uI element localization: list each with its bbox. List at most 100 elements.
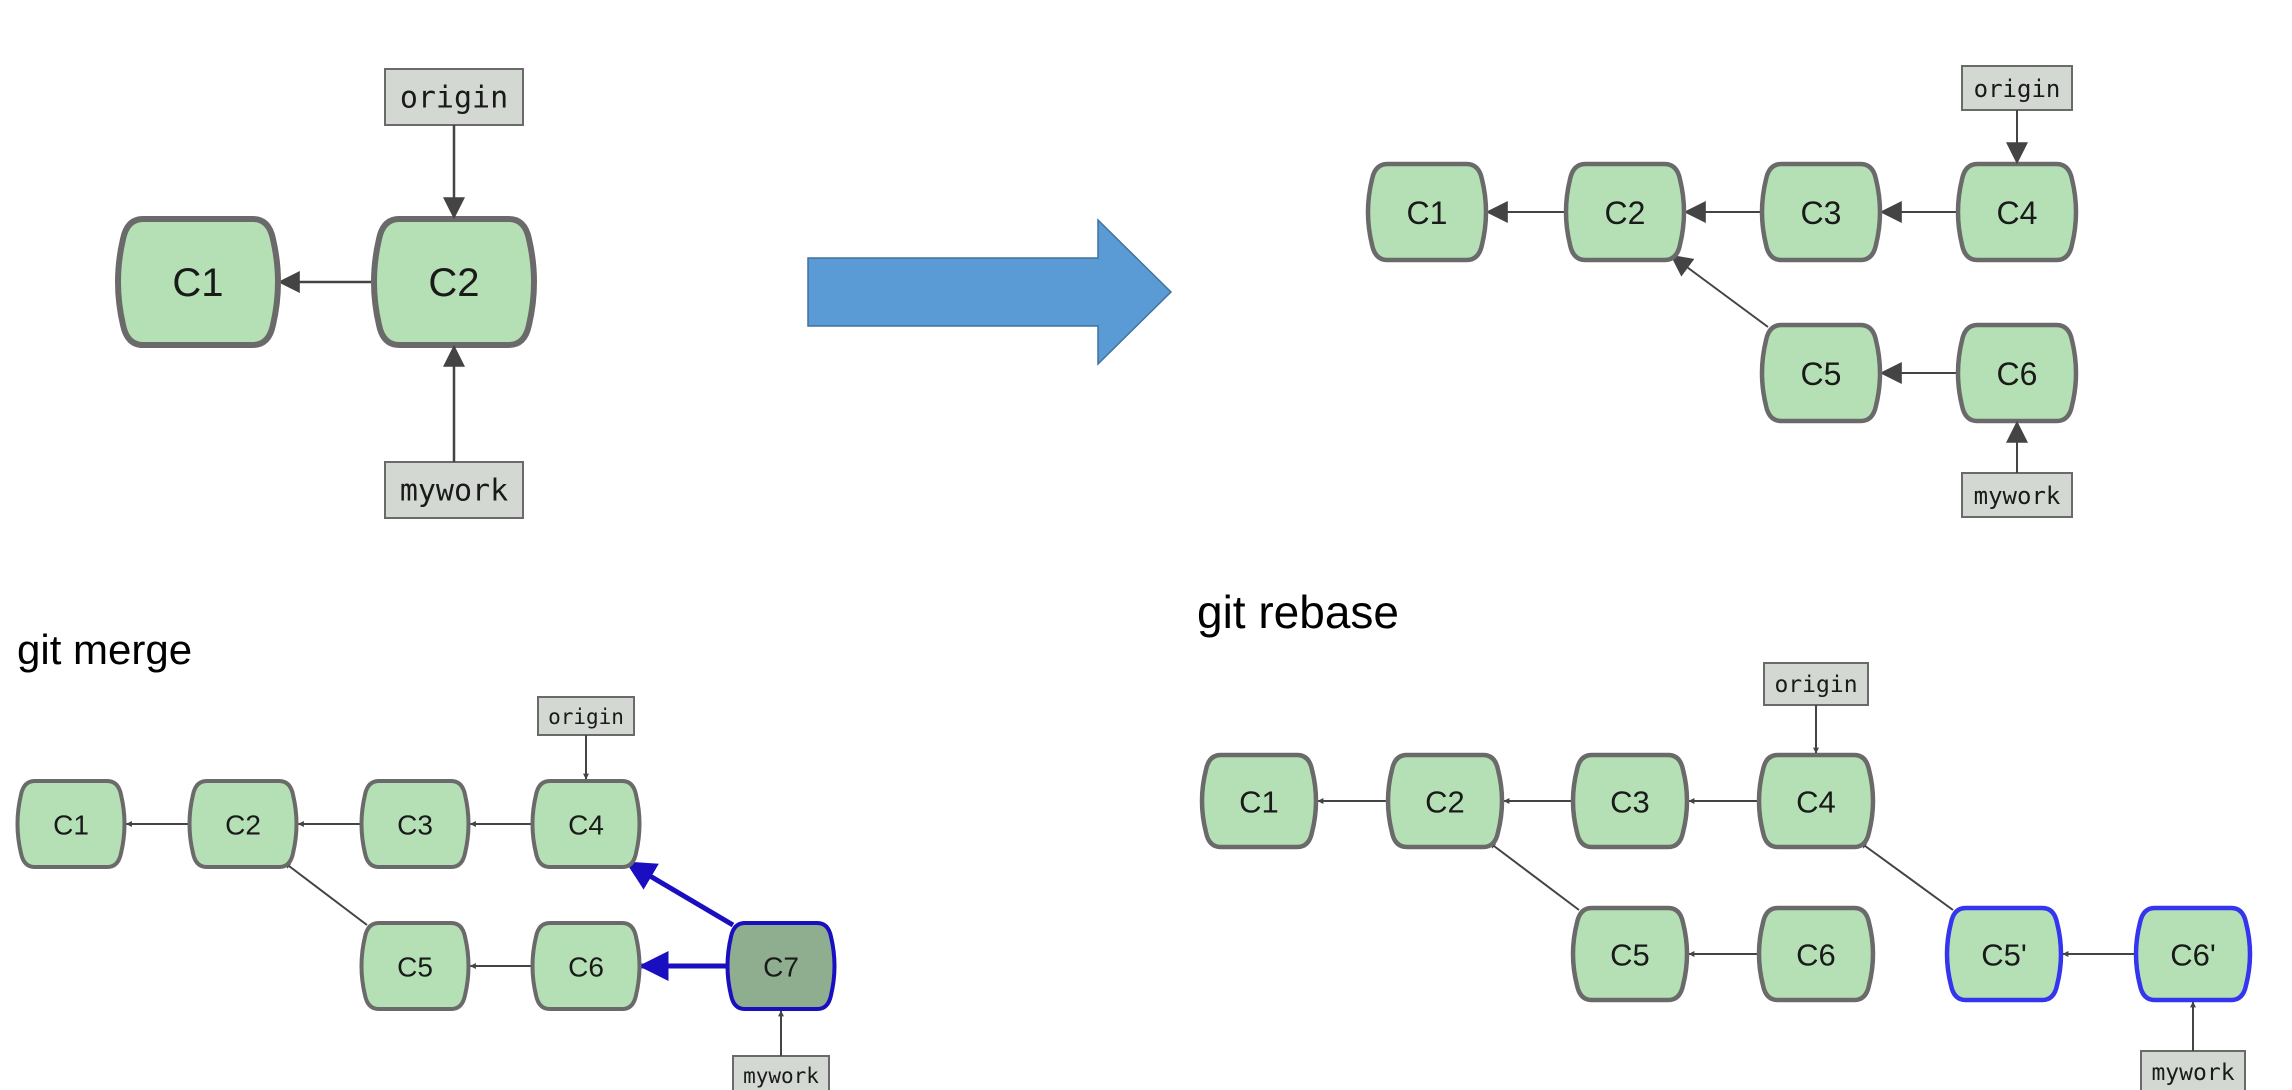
commit-c5-prime: C5' (1944, 905, 2064, 1003)
parent-edge (1489, 842, 1580, 911)
commit-label: C1 (1239, 785, 1279, 820)
ref-label: mywork (1974, 482, 2061, 510)
ref-box (732, 1055, 830, 1090)
commit-node (1759, 322, 1883, 424)
commit-label: C5 (1610, 938, 1650, 973)
commit-node (1365, 161, 1489, 263)
commit-c3: C3 (1759, 161, 1883, 263)
ref-origin: origin (1763, 662, 1869, 706)
commit-c4: C4 (1955, 161, 2079, 263)
commit-c6: C6 (1756, 905, 1876, 1003)
commit-node (115, 216, 281, 348)
commit-c1: C1 (1365, 161, 1489, 263)
commit-node (530, 921, 642, 1011)
ref-box (1763, 662, 1869, 706)
commit-node (725, 921, 837, 1011)
commit-c1: C1 (115, 216, 281, 348)
commit-node (1570, 905, 1690, 1003)
ref-label: mywork (743, 1064, 819, 1088)
commit-node (2133, 905, 2253, 1003)
commit-c7: C7 (725, 921, 837, 1011)
commit-label: C5 (1801, 356, 1842, 392)
commit-label: C4 (568, 810, 604, 841)
commit-node (187, 779, 299, 869)
commit-label: C1 (1407, 195, 1448, 231)
commit-label: C6' (2170, 938, 2216, 973)
commit-c5: C5 (1570, 905, 1690, 1003)
diagram-caption: git merge (17, 626, 192, 673)
ref-label: mywork (2151, 1060, 2234, 1086)
ref-mywork: mywork (732, 1055, 830, 1090)
commit-c5: C5 (359, 921, 471, 1011)
ref-origin: origin (384, 68, 524, 126)
commit-node (1955, 161, 2079, 263)
commit-c1: C1 (1199, 752, 1319, 850)
ref-box (384, 461, 524, 519)
commit-label: C3 (397, 810, 433, 841)
commit-node (1385, 752, 1505, 850)
commit-label: C5' (1981, 938, 2027, 973)
commit-node (15, 779, 127, 869)
commit-c2: C2 (371, 216, 537, 348)
commit-c3: C3 (1570, 752, 1690, 850)
commit-label: C2 (1425, 785, 1465, 820)
ref-origin: origin (1961, 65, 2073, 111)
parent-edge (1670, 254, 1769, 328)
commit-node (1955, 322, 2079, 424)
commit-c2: C2 (1385, 752, 1505, 850)
commit-node (371, 216, 537, 348)
commit-node (1199, 752, 1319, 850)
commit-label: C2 (428, 261, 479, 305)
commit-c4: C4 (1756, 752, 1876, 850)
ref-label: origin (400, 81, 508, 116)
commit-label: C2 (225, 810, 261, 841)
commit-label: C5 (397, 952, 433, 983)
commit-c2: C2 (187, 779, 299, 869)
ref-box (537, 696, 635, 736)
ref-origin: origin (537, 696, 635, 736)
commit-label: C4 (1796, 785, 1836, 820)
commit-node (1570, 752, 1690, 850)
commit-c1: C1 (15, 779, 127, 869)
commit-node (1756, 905, 1876, 1003)
commit-label: C3 (1610, 785, 1650, 820)
commit-c4: C4 (530, 779, 642, 869)
commit-label: C6 (568, 952, 604, 983)
commit-c6-prime: C6' (2133, 905, 2253, 1003)
commit-node (359, 779, 471, 869)
commit-c3: C3 (359, 779, 471, 869)
commit-label: C1 (172, 261, 223, 305)
ref-mywork: mywork (1961, 472, 2073, 518)
commit-node (1563, 161, 1687, 263)
commit-c5: C5 (1759, 322, 1883, 424)
ref-box (1961, 65, 2073, 111)
commit-c2: C2 (1563, 161, 1687, 263)
ref-label: origin (1774, 672, 1857, 698)
commit-node (1756, 752, 1876, 850)
ref-box (384, 68, 524, 126)
merge-parent-edge (625, 860, 735, 928)
commit-label: C2 (1605, 195, 1646, 231)
ref-label: origin (548, 705, 624, 729)
commit-node (1759, 161, 1883, 263)
diagram-initial-state: C1 C2 origin mywork (115, 68, 537, 519)
parent-edge (1860, 842, 1954, 911)
commit-node (530, 779, 642, 869)
ref-box (1961, 472, 2073, 518)
transition-arrow (807, 218, 1173, 366)
ref-mywork: mywork (2140, 1050, 2246, 1090)
ref-mywork: mywork (384, 461, 524, 519)
diagram-caption: git rebase (1197, 586, 1399, 638)
commit-label: C7 (763, 952, 799, 983)
commit-label: C6 (1796, 938, 1836, 973)
ref-label: mywork (400, 474, 508, 509)
commit-label: C3 (1801, 195, 1842, 231)
commit-label: C6 (1997, 356, 2038, 392)
commit-label: C1 (53, 810, 89, 841)
parent-edge (284, 862, 368, 926)
ref-label: origin (1974, 75, 2061, 103)
